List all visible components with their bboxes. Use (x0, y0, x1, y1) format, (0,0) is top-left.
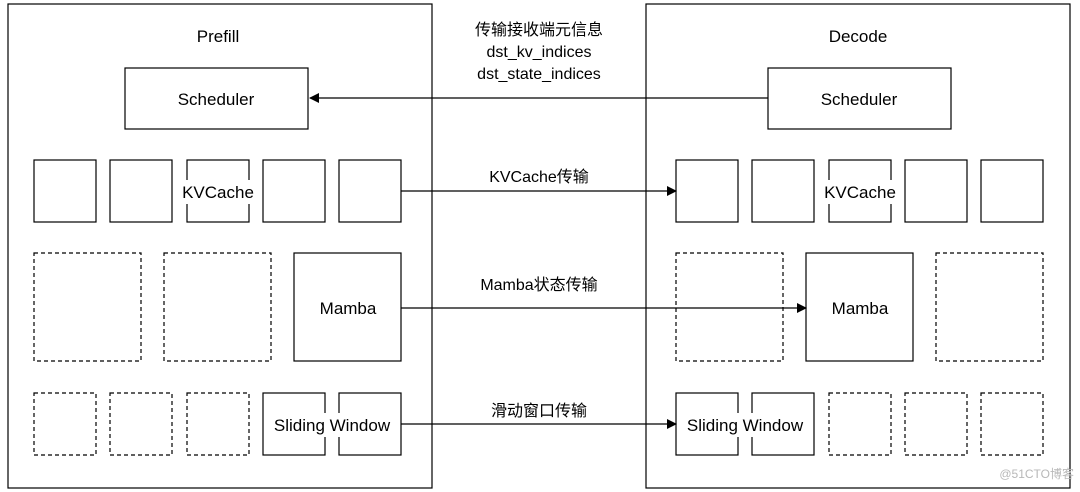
prefill-scheduler-box (124, 67, 309, 130)
decode-sliding-label: Sliding Window (687, 416, 804, 435)
kvcache-transfer-label: KVCache传输 (489, 168, 589, 186)
decode-sliding-label-bg (681, 413, 809, 437)
prefill-sliding-row: Sliding Window (33, 392, 402, 456)
prefill-kvcache-label-bg (177, 180, 259, 204)
mamba-transfer-label: Mamba状态传输 (480, 276, 597, 294)
decode-kv-block (675, 159, 739, 223)
decode-mamba-slot-empty (675, 252, 784, 362)
decode-mamba-slot-empty (935, 252, 1044, 362)
decode-kvcache-label: KVCache (824, 183, 896, 202)
decode-kvcache-row: KVCache (675, 159, 1044, 223)
prefill-kv-block (33, 159, 97, 223)
prefill-mamba-slot-empty (33, 252, 142, 362)
prefill-panel: Prefill Scheduler KVCache Mamba (7, 3, 433, 489)
prefill-sliding-slot-empty (109, 392, 173, 456)
decode-sliding-slot-empty (980, 392, 1044, 456)
decode-mamba-row: Mamba (675, 252, 1044, 362)
decode-mamba-label: Mamba (832, 299, 889, 318)
prefill-scheduler-label: Scheduler (178, 90, 255, 109)
prefill-title: Prefill (197, 27, 240, 46)
decode-sliding-slot-empty (904, 392, 968, 456)
prefill-kv-block (262, 159, 326, 223)
decode-kvcache-label-bg (819, 180, 901, 204)
prefill-sliding-label: Sliding Window (274, 416, 391, 435)
prefill-kvcache-row: KVCache (33, 159, 402, 223)
prefill-kv-block (338, 159, 402, 223)
prefill-sliding-slot-empty (186, 392, 250, 456)
decode-title: Decode (829, 27, 888, 46)
prefill-mamba-row: Mamba (33, 252, 402, 362)
decode-kv-block (904, 159, 968, 223)
transfer-arrows: 传输接收端元信息 dst_kv_indices dst_state_indice… (309, 21, 807, 429)
decode-panel: Decode Scheduler KVCache Mamba (645, 3, 1071, 489)
scheduler-info-line3: dst_state_indices (477, 66, 601, 83)
decode-panel-border (645, 3, 1071, 489)
sliding-transfer-label: 滑动窗口传输 (491, 402, 587, 420)
prefill-panel-border (7, 3, 433, 489)
decode-sliding-row: Sliding Window (675, 392, 1044, 456)
prefill-kvcache-label: KVCache (182, 183, 254, 202)
decode-mamba-block (805, 252, 914, 362)
watermark: @51CTO博客 (999, 466, 1074, 481)
prefill-mamba-block (293, 252, 402, 362)
decode-sliding-slot-empty (828, 392, 892, 456)
decode-kv-block (980, 159, 1044, 223)
decode-scheduler-label: Scheduler (821, 90, 898, 109)
scheduler-info-line2: dst_kv_indices (487, 44, 592, 61)
prefill-sliding-slot-empty (33, 392, 97, 456)
prefill-sliding-label-bg (268, 413, 396, 437)
scheduler-info-line1: 传输接收端元信息 (475, 21, 603, 39)
prefill-mamba-slot-empty (163, 252, 272, 362)
prefill-kv-block (109, 159, 173, 223)
prefill-mamba-label: Mamba (320, 299, 377, 318)
decode-kv-block (751, 159, 815, 223)
